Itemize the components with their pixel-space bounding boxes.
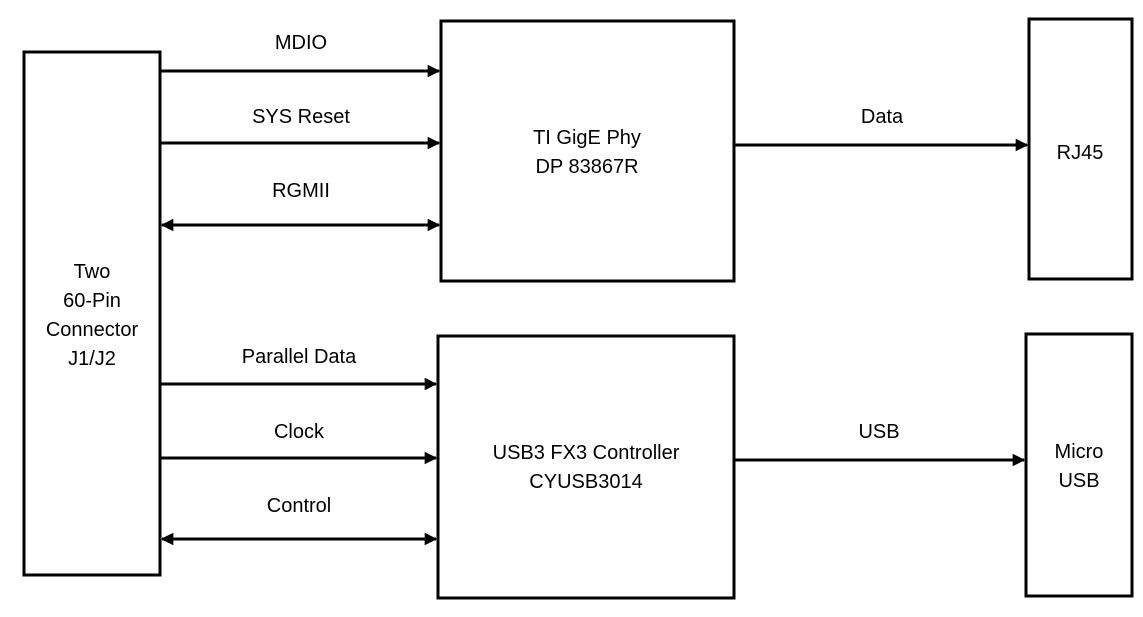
usb-label: USB bbox=[858, 421, 899, 443]
connector-label-line-3: Connector bbox=[46, 319, 139, 341]
phy-label-line-1: TI GigE Phy bbox=[533, 127, 641, 149]
connector-label-line-1: Two bbox=[74, 261, 111, 283]
usb-controller-block: USB3 FX3 Controller CYUSB3014 bbox=[436, 334, 736, 600]
control-label: Control bbox=[267, 495, 331, 517]
rgmii-label: RGMII bbox=[272, 180, 330, 202]
usb-controller-label-line-2: CYUSB3014 bbox=[529, 471, 642, 493]
phy-label-line-2: DP 83867R bbox=[535, 156, 638, 178]
micro-usb-label-line-1: Micro bbox=[1055, 441, 1104, 463]
phy-block: TI GigE Phy DP 83867R bbox=[439, 19, 736, 283]
connector-label-line-4: J1/J2 bbox=[68, 348, 116, 370]
connector-label-line-2: 60-Pin bbox=[63, 290, 121, 312]
rj45-label: RJ45 bbox=[1057, 142, 1104, 164]
clock-label: Clock bbox=[274, 421, 325, 443]
rj45-block: RJ45 bbox=[1027, 17, 1134, 281]
sys-reset-label: SYS Reset bbox=[252, 106, 350, 128]
micro-usb-block: Micro USB bbox=[1024, 332, 1134, 598]
connector-block: Two 60-Pin Connector J1/J2 bbox=[22, 50, 162, 577]
micro-usb-label-line-2: USB bbox=[1058, 470, 1099, 492]
mdio-label: MDIO bbox=[275, 32, 327, 54]
usb-controller-label-line-1: USB3 FX3 Controller bbox=[493, 442, 680, 464]
parallel-data-label: Parallel Data bbox=[242, 346, 357, 368]
data-label: Data bbox=[861, 106, 904, 128]
